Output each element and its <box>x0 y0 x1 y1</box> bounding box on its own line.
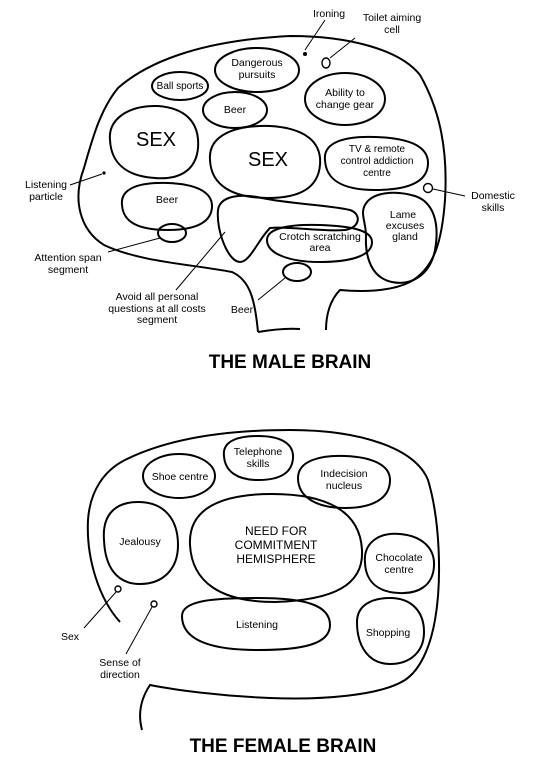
attention-span-region <box>157 223 187 243</box>
ironing-leader-line <box>304 19 326 51</box>
toilet-aiming-leader-line <box>329 37 356 59</box>
female-brain: Shoe centre Telephone skills Indecision … <box>61 428 440 757</box>
sense-of-direction-leader-line <box>125 606 153 655</box>
domestic-skills-label: Domestic <box>471 190 515 202</box>
toilet-aiming-label: Toilet aiming <box>363 12 422 24</box>
shopping-region <box>355 596 426 666</box>
ball-sports-label: Ball sports <box>157 81 204 92</box>
toilet-aiming-label-2: cell <box>384 24 400 36</box>
jealousy-label: Jealousy <box>119 536 161 548</box>
chocolate-centre-label: Chocolate <box>375 552 422 564</box>
ironing-label: Ironing <box>313 8 345 20</box>
commitment-hemisphere-label-3: HEMISPHERE <box>236 552 315 566</box>
change-gear-region <box>304 72 386 126</box>
sex-left-label: SEX <box>136 129 176 151</box>
indecision-nucleus-label: Indecision <box>320 468 367 480</box>
lame-excuses-region <box>362 191 438 284</box>
beer-bottom-leader-line <box>257 277 286 301</box>
lame-excuses-label-2: excuses <box>386 220 425 232</box>
sex-particle-label: Sex <box>61 631 80 643</box>
change-gear-label: Ability to <box>325 87 365 99</box>
sense-of-direction-label: Sense of <box>99 657 141 669</box>
sex-left-region <box>108 104 200 180</box>
chocolate-centre-region <box>363 532 436 595</box>
avoid-questions-label-2: questions at all costs <box>108 303 205 315</box>
crotch-scratching-label-2: area <box>309 242 330 254</box>
avoid-questions-label-3: segment <box>137 314 177 326</box>
domestic-skills-label-2: skills <box>482 202 505 214</box>
sex-particle <box>114 585 122 593</box>
tv-remote-label-2: control addiction <box>341 156 414 167</box>
beer-bottom-label: Beer <box>231 304 254 316</box>
beer-top-region <box>202 91 268 129</box>
shoe-centre-region <box>142 453 216 499</box>
listening-region <box>180 596 332 652</box>
commitment-hemisphere-label-2: COMMITMENT <box>235 538 318 552</box>
dangerous-pursuits-region <box>214 47 300 93</box>
listening-leader-line <box>69 173 103 186</box>
listening-particle-label-2: particle <box>29 191 63 203</box>
sex-center-region <box>208 124 322 200</box>
sex-leader-line <box>83 591 117 629</box>
tv-remote-label-3: centre <box>363 168 391 179</box>
crotch-scratching-region <box>265 223 374 264</box>
toilet-aiming-cell <box>321 57 331 69</box>
beer-mid-label: Beer <box>156 194 179 206</box>
lame-excuses-label-3: gland <box>392 231 418 243</box>
attention-span-label: Attention span <box>34 252 101 264</box>
telephone-skills-label-2: skills <box>247 458 270 470</box>
beer-top-label: Beer <box>224 104 247 116</box>
listening-label: Listening <box>236 619 278 631</box>
dangerous-pursuits-label: Dangerous <box>231 57 282 69</box>
male-brain-title: THE MALE BRAIN <box>209 352 372 373</box>
shopping-label: Shopping <box>366 627 411 639</box>
crotch-scratching-label: Crotch scratching <box>279 231 361 243</box>
ball-sports-region <box>151 71 209 101</box>
female-brain-title: THE FEMALE BRAIN <box>190 736 377 757</box>
dangerous-pursuits-label-2: pursuits <box>239 69 276 81</box>
male-brain: Ironing Toilet aiming cell Ball sports D… <box>25 8 515 373</box>
commitment-hemisphere-region <box>188 492 364 604</box>
avoid-questions-leader-line <box>175 231 226 291</box>
attention-span-label-2: segment <box>48 264 88 276</box>
avoid-questions-region <box>216 194 359 264</box>
telephone-skills-region <box>222 434 295 482</box>
indecision-nucleus-label-2: nucleus <box>326 480 362 492</box>
female-brain-outline <box>86 428 440 731</box>
domestic-skills-leader-line <box>432 188 466 197</box>
change-gear-label-2: change gear <box>316 99 375 111</box>
commitment-hemisphere-label: NEED FOR <box>245 524 307 538</box>
beer-bottom-region <box>282 262 312 282</box>
sense-of-direction-particle <box>150 600 158 608</box>
sense-of-direction-label-2: direction <box>100 669 140 681</box>
tv-remote-label: TV & remote <box>349 144 406 155</box>
ironing-particle <box>303 52 307 56</box>
sex-center-label: SEX <box>248 149 288 171</box>
listening-particle-label: Listening <box>25 179 67 191</box>
attention-span-leader-line <box>107 237 161 253</box>
beer-mid-region <box>120 181 214 232</box>
avoid-questions-label: Avoid all personal <box>116 291 199 303</box>
telephone-skills-label: Telephone <box>234 446 283 458</box>
listening-particle <box>102 171 106 175</box>
jealousy-region <box>102 500 180 586</box>
domestic-skills-particle <box>422 182 434 194</box>
shoe-centre-label: Shoe centre <box>152 471 209 483</box>
indecision-nucleus-region <box>296 454 392 510</box>
tv-remote-region <box>323 135 430 192</box>
chocolate-centre-label-2: centre <box>384 564 413 576</box>
lame-excuses-label: Lame <box>390 209 416 221</box>
